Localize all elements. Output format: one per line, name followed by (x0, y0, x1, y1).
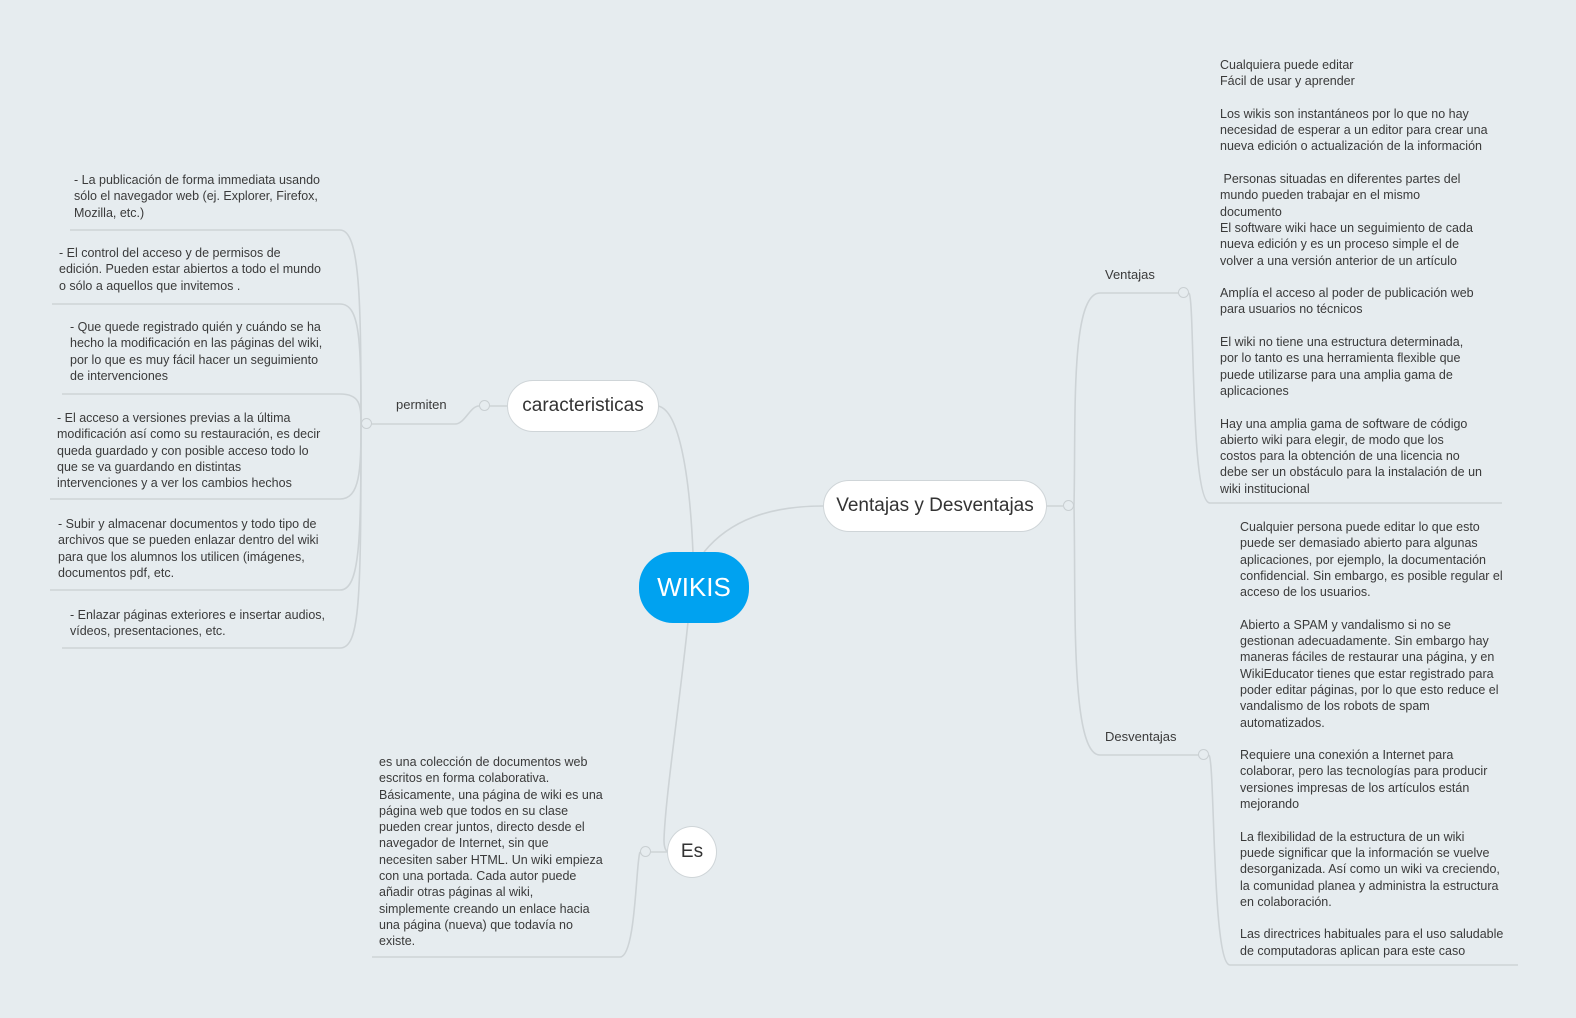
caracteristica-item-5[interactable]: - Subir y almacenar documentos y todo ti… (58, 517, 319, 580)
caracteristica-item-3[interactable]: - Que quede registrado quién y cuándo se… (70, 320, 323, 383)
link-vd-desventajas (1073, 505, 1198, 756)
es-node[interactable]: Es (667, 826, 717, 878)
es-collapse-knob[interactable] (640, 846, 651, 857)
link-permiten-hub (372, 405, 480, 425)
desventajas-collapse-knob[interactable] (1198, 749, 1209, 760)
caracteristicas-label: caracteristicas (522, 395, 644, 416)
permiten-collapse-knob[interactable] (479, 400, 490, 411)
desventajas-text[interactable]: Cualquier persona puede editar lo que es… (1240, 520, 1504, 958)
link-vd-ventajas (1073, 292, 1178, 507)
link-root-es (663, 621, 689, 853)
caracteristica-item-4[interactable]: - El acceso a versiones previas a la últ… (57, 411, 321, 491)
caracteristica-item-2[interactable]: - El control del acceso y de permisos de… (59, 246, 321, 293)
root-label: WIKIS (657, 572, 731, 602)
es-definition-text[interactable]: es una colección de documentos web escri… (379, 755, 603, 949)
link-es-text (372, 851, 641, 958)
link-item-3 (62, 393, 362, 425)
ventajas-text[interactable]: Cualquiera puede editar Fácil de usar y … (1220, 58, 1488, 496)
link-root-ventajas (703, 505, 824, 553)
ventajas-collapse-knob[interactable] (1178, 287, 1189, 298)
link-item-6 (62, 423, 362, 649)
desventajas-label[interactable]: Desventajas (1105, 729, 1177, 744)
vd-collapse-knob[interactable] (1063, 500, 1074, 511)
link-item-2 (52, 303, 362, 425)
link-root-caracteristicas (657, 405, 694, 554)
permiten-relation-label[interactable]: permiten (396, 397, 447, 412)
ventajas-desventajas-node[interactable]: Ventajas y Desventajas (823, 480, 1047, 532)
caracteristica-item-1[interactable]: - La publicación de forma immediata usan… (74, 173, 320, 220)
link-desventajas-text (1208, 754, 1518, 966)
root-node[interactable]: WIKIS (639, 552, 749, 623)
caracteristica-item-6[interactable]: - Enlazar páginas exteriores e insertar … (70, 608, 325, 639)
ventajas-desventajas-label: Ventajas y Desventajas (836, 495, 1034, 516)
ventajas-label[interactable]: Ventajas (1105, 267, 1155, 282)
items-collapse-knob[interactable] (361, 418, 372, 429)
caracteristicas-node[interactable]: caracteristicas (507, 380, 659, 432)
link-ventajas-text (1188, 292, 1502, 504)
es-label: Es (680, 841, 704, 862)
